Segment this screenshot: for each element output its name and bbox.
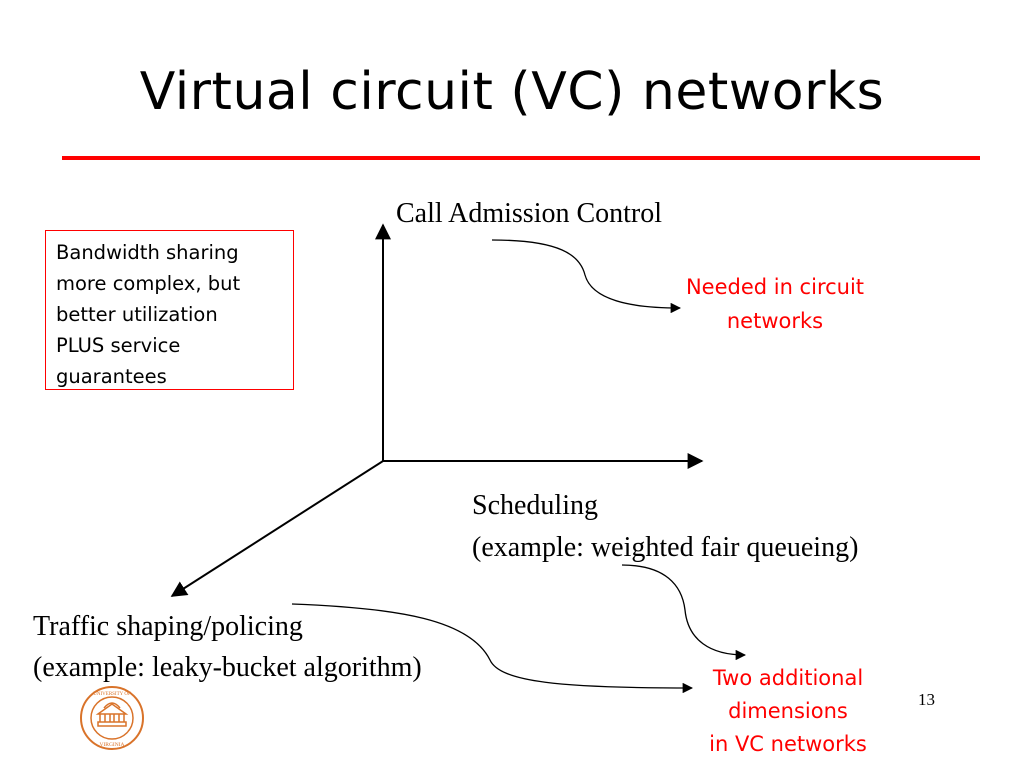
note-line: Bandwidth sharing	[56, 241, 239, 264]
slide-title: Virtual circuit (VC) networks	[139, 62, 885, 122]
label-traffic-shaping-example: (example: leaky-bucket algorithm)	[33, 652, 422, 683]
page-number: 13	[918, 690, 935, 709]
note-line: guarantees	[56, 365, 167, 388]
university-seal-icon: UNIVERSITY OF VIRGINIA	[80, 686, 144, 750]
connector-traffic	[291, 603, 694, 694]
callout-vc: Two additional dimensions in VC networks	[660, 662, 916, 761]
label-call-admission-control: Call Admission Control	[396, 198, 663, 229]
callout-circuit-line: networks	[726, 309, 824, 333]
seal-text-top: UNIVERSITY OF	[93, 692, 131, 697]
note-line: better utilization	[56, 303, 218, 326]
label-scheduling-example: (example: weighted fair queueing)	[472, 532, 859, 563]
note-line: more complex, but	[56, 272, 241, 295]
callout-vc-line: in VC networks	[709, 732, 867, 756]
title-underline	[62, 156, 980, 160]
label-scheduling: Scheduling	[472, 490, 598, 521]
callout-vc-line: Two additional	[712, 666, 864, 690]
note-line: PLUS service	[56, 334, 181, 357]
note-box: Bandwidth sharing more complex, but bett…	[45, 230, 294, 390]
seal-text-bottom: VIRGINIA	[99, 742, 124, 748]
label-traffic-shaping: Traffic shaping/policing	[33, 611, 303, 642]
connector-cac	[491, 239, 682, 314]
callout-circuit: Needed in circuit networks	[630, 270, 920, 338]
callout-vc-line: dimensions	[728, 699, 848, 723]
diagonal-axis	[170, 460, 384, 597]
connector-scheduling	[621, 564, 747, 661]
callout-circuit-line: Needed in circuit	[685, 275, 865, 299]
